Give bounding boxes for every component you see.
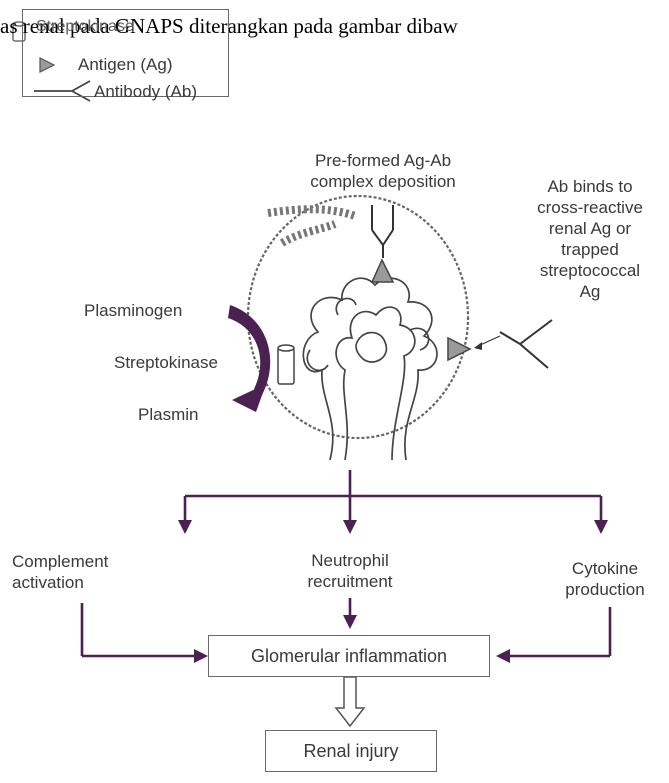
streptokinase-cylinder [278,345,294,384]
legend-label-antigen: Antigen (Ag) [78,54,173,75]
cytokine-production-label: Cytokine production [545,558,665,600]
preformed-label: Pre-formed Ag-Ab complex deposition [268,150,498,192]
glomerulus-capsule [248,196,468,438]
streptokinase-label: Streptokinase [114,352,218,373]
antigen-triangle-top [372,260,393,282]
legend-label-antibody: Antibody (Ab) [94,81,197,102]
antigen-triangle-right [448,338,470,360]
glomerular-inflammation-box: Glomerular inflammation [208,635,490,677]
free-antibody-icon [500,320,552,368]
hollow-down-arrow [336,677,364,726]
neutrophil-recruitment-label: Neutrophil recruitment [270,550,430,592]
ab-binds-label: Ab binds to cross-reactive renal Ag or t… [515,176,665,302]
renal-injury-box: Renal injury [265,730,437,772]
plasminogen-label: Plasminogen [84,300,182,321]
tubule-bead-chain [268,209,355,243]
plasmin-label: Plasmin [138,404,198,425]
preformed-antibody-icon [372,205,393,258]
plasminogen-to-plasmin-arrow [228,305,270,395]
legend-label-streptokinase: Streptokinase [36,16,134,37]
complement-activation-label: Complement activation [12,551,108,593]
